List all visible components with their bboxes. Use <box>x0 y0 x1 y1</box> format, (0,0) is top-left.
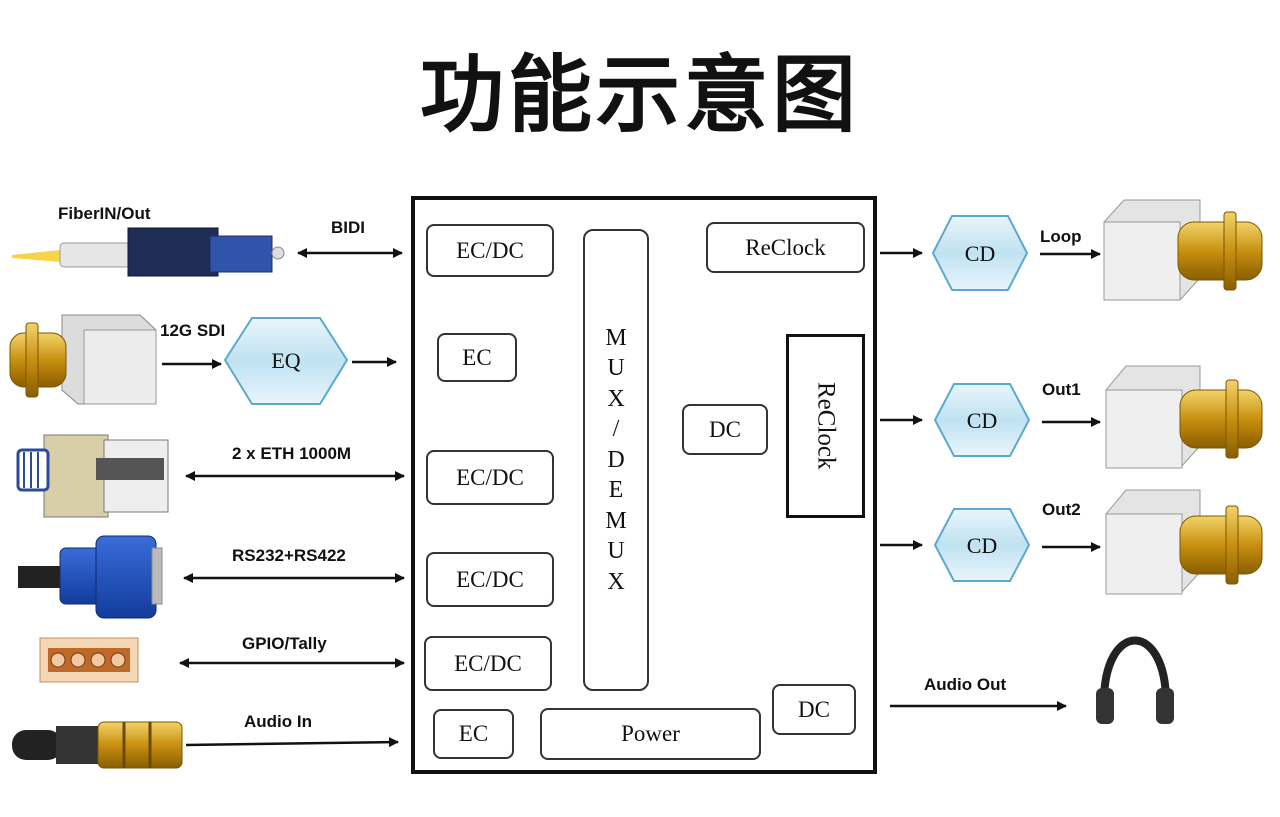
ec-dc-block-4: EC/DC <box>424 636 552 691</box>
cd-label-0: CD <box>965 241 996 266</box>
mux-letter: M <box>605 324 627 351</box>
audio-jack-icon <box>12 721 183 769</box>
fiber-connector-icon <box>12 227 285 277</box>
bnc-loop-icon <box>1103 199 1263 301</box>
out2-label: Out2 <box>1042 500 1081 519</box>
cd-label-2: CD <box>967 533 998 558</box>
fiber-label: FiberIN/Out <box>58 204 151 223</box>
cd-hexagon-out1: CD <box>933 383 1031 457</box>
ec-dc-block-3: EC/DC <box>426 552 554 607</box>
cd-hexagon-loop: CD <box>931 215 1029 291</box>
mux-letter: M <box>605 507 627 534</box>
bnc-sdi-icon <box>9 314 157 405</box>
audio-in-label: Audio In <box>244 712 312 731</box>
serial-connector-icon <box>18 535 163 619</box>
audio-out-label: Audio Out <box>924 675 1007 694</box>
loop-label: Loop <box>1040 227 1082 246</box>
gpio-label: GPIO/Tally <box>242 634 327 653</box>
dc-block-mid: DC <box>682 404 768 455</box>
bnc-out2-icon <box>1105 489 1263 595</box>
diagram-title: 功能示意图 <box>419 46 860 144</box>
bnc-out1-icon <box>1105 365 1263 469</box>
sdi-label: 12G SDI <box>160 321 226 340</box>
audio-in-arrow <box>185 737 399 748</box>
mux-letter: D <box>607 446 625 473</box>
mux-letter: X <box>607 385 625 412</box>
eth-label: 2 x ETH 1000M <box>232 444 352 463</box>
reclock-top-block: ReClock <box>706 222 865 273</box>
power-block: Power <box>540 708 761 760</box>
cd-label-1: CD <box>967 408 998 433</box>
ec-dc-block-1: EC/DC <box>426 224 554 277</box>
eq-hexagon: EQ <box>223 317 349 405</box>
mux-letter: E <box>608 477 624 504</box>
out1-label: Out1 <box>1042 380 1081 399</box>
serial-label: RS232+RS422 <box>232 546 346 565</box>
reclock-vertical-label: ReClock <box>812 382 840 470</box>
ethernet-connector-icon <box>16 434 169 518</box>
mux-letter: U <box>607 538 625 565</box>
cd-hexagon-out2: CD <box>933 508 1031 582</box>
mux-letter: X <box>607 568 625 595</box>
mux-demux-block: M U X / D E M U X <box>583 229 649 691</box>
mux-letter: U <box>607 355 625 382</box>
bidi-label: BIDI <box>331 218 365 237</box>
eq-label: EQ <box>271 348 300 373</box>
dc-block-bottom: DC <box>772 684 856 735</box>
gpio-terminal-icon <box>39 637 139 683</box>
reclock-vertical-block: ReClock <box>786 334 865 518</box>
ec-block-2: EC <box>433 709 514 759</box>
mux-letter: / <box>612 416 620 443</box>
ec-dc-block-2: EC/DC <box>426 450 554 505</box>
ec-block-1: EC <box>437 333 517 382</box>
headphones-icon <box>1096 636 1174 724</box>
